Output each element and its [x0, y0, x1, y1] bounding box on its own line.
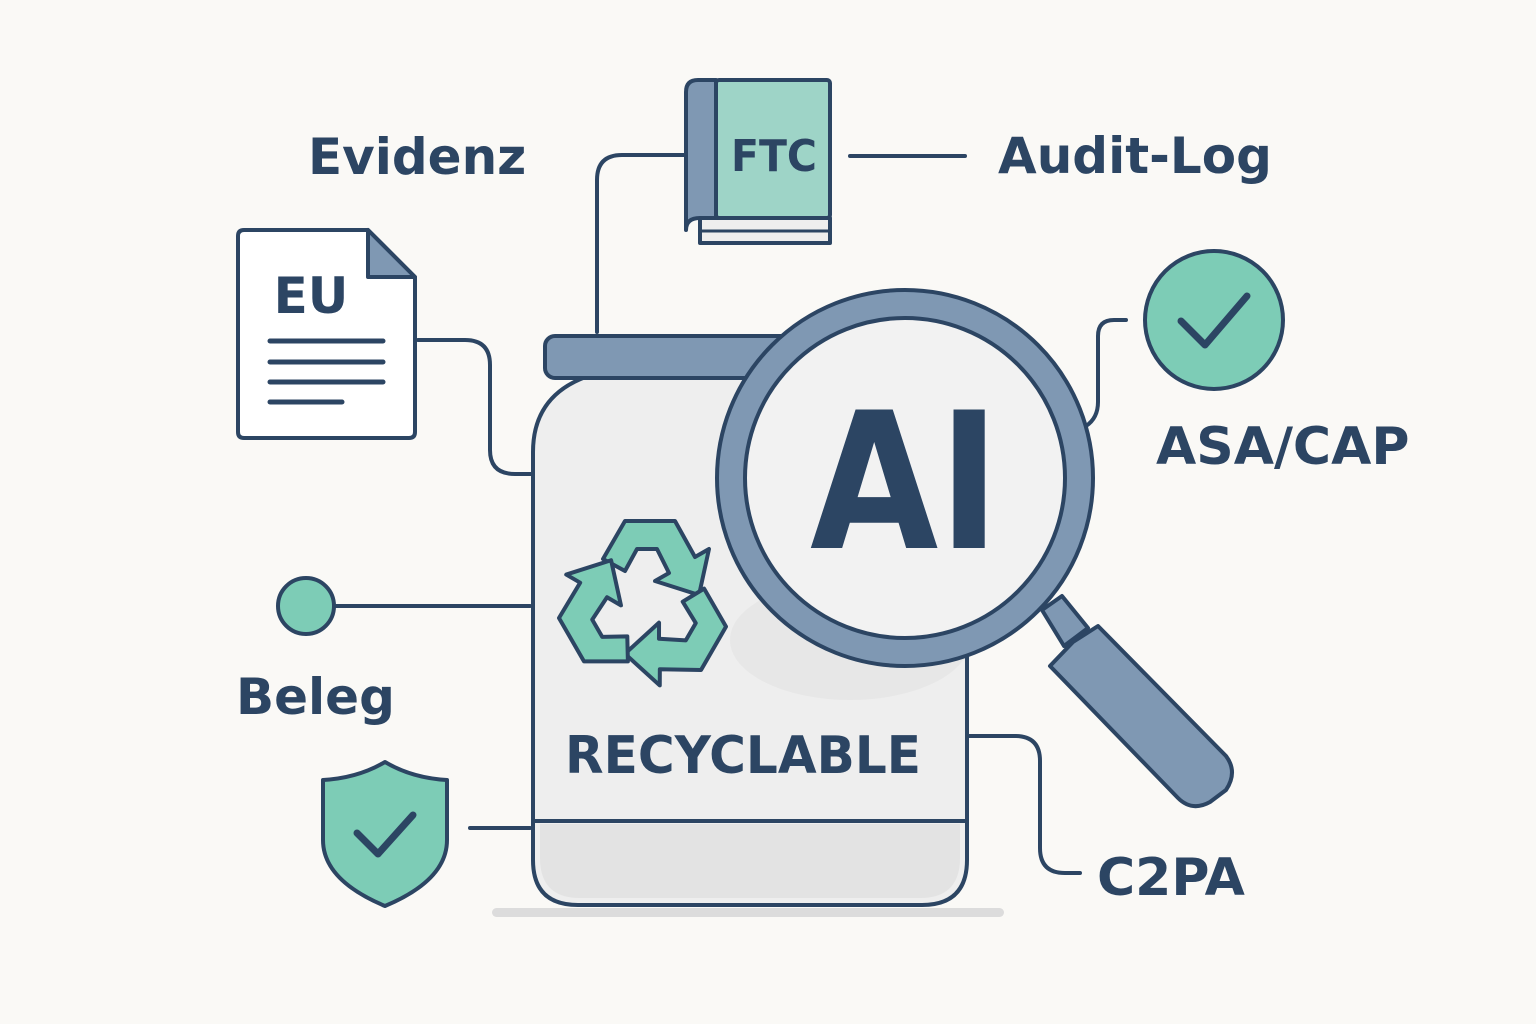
- document-title: EU: [274, 267, 349, 325]
- recycle-icon: [556, 519, 729, 688]
- book-icon: FTC: [684, 78, 832, 245]
- recycle-arrow-3: [556, 558, 630, 664]
- document-text-lines: [267, 338, 386, 405]
- document-icon: EU: [236, 228, 417, 440]
- connector-c2pa-jar: [965, 734, 1082, 875]
- label-beleg: Beleg: [236, 668, 395, 726]
- book-title: FTC: [731, 131, 817, 182]
- jar-highlight: [540, 824, 960, 898]
- connector-eu-jar: [416, 338, 534, 476]
- document-page: [236, 228, 417, 440]
- jar-label: RECYCLABLE: [565, 726, 921, 786]
- recycle-arrow-1: [601, 519, 711, 597]
- book-spine: [684, 78, 718, 232]
- magnifier-neck: [1040, 594, 1090, 648]
- jar-shadow: [492, 908, 1004, 917]
- label-c2pa: C2PA: [1097, 848, 1245, 908]
- magnifier-handle: [1048, 624, 1234, 809]
- magnifying-glass-icon: AI: [715, 288, 1234, 809]
- connector-lines: [333, 153, 1128, 875]
- label-audit-log: Audit-Log: [998, 127, 1272, 185]
- document-fold: [366, 228, 417, 279]
- connector-ftc-jar: [595, 153, 690, 334]
- connector-asacap: [1084, 318, 1128, 428]
- shield-check-icon: [321, 760, 449, 908]
- magnifier-lens: [743, 316, 1067, 640]
- magnifier-text: AI: [810, 372, 1000, 593]
- label-asa-cap: ASA/CAP: [1156, 417, 1410, 477]
- check-circle-icon: [1143, 249, 1285, 391]
- label-evidenz: Evidenz: [308, 128, 527, 186]
- book-cover: [714, 78, 832, 220]
- recycle-arrow-2: [622, 586, 729, 688]
- node-dot-icon: [276, 576, 336, 636]
